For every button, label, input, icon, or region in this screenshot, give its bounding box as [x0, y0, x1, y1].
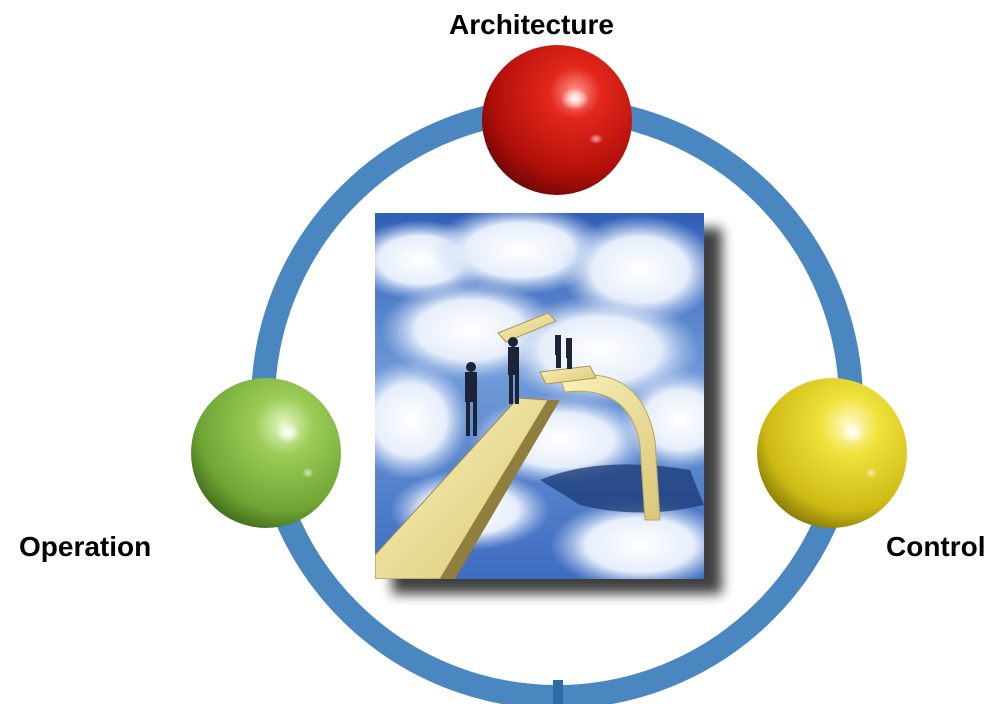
central-picture — [375, 213, 704, 579]
node-architecture — [482, 45, 632, 195]
label-architecture: Architecture — [449, 9, 614, 40]
ring-seam — [553, 680, 563, 704]
node-control — [757, 378, 907, 528]
label-operation: Operation — [19, 531, 152, 562]
label-control: Control — [886, 531, 986, 562]
node-operation — [191, 378, 341, 528]
